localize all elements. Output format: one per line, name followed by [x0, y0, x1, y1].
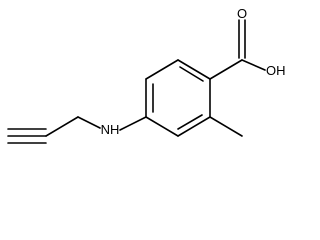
bond-ring-carboxyl [209, 59, 243, 80]
carboxylic-acid-group: O OH [209, 6, 286, 80]
methyl-group [209, 116, 243, 137]
amine-label: NH [101, 122, 120, 137]
bond-carboxyl-oh [241, 59, 266, 71]
chemical-structure: O OH NH [7, 6, 286, 144]
propargylamine-group: NH [7, 116, 147, 144]
bond-nitrogen-ch2 [77, 116, 101, 129]
ring-bond-c3-c4 [177, 116, 211, 137]
hydroxyl-label: OH [266, 63, 286, 78]
bond-ch2-alkyne [45, 116, 79, 137]
benzene-ring [145, 59, 211, 137]
bond-ring-nitrogen [119, 116, 147, 131]
ring-bond-c4-c5 [145, 116, 179, 137]
ring-bond-c1-c2 [177, 59, 211, 80]
ring-bond-c6-c1 [145, 59, 179, 80]
bond-ring-methyl [209, 116, 243, 137]
ring-double-bond-inner-1 [179, 66, 204, 82]
carbonyl-oxygen-label: O [237, 6, 247, 21]
ring-double-bond-inner-2 [177, 114, 203, 130]
